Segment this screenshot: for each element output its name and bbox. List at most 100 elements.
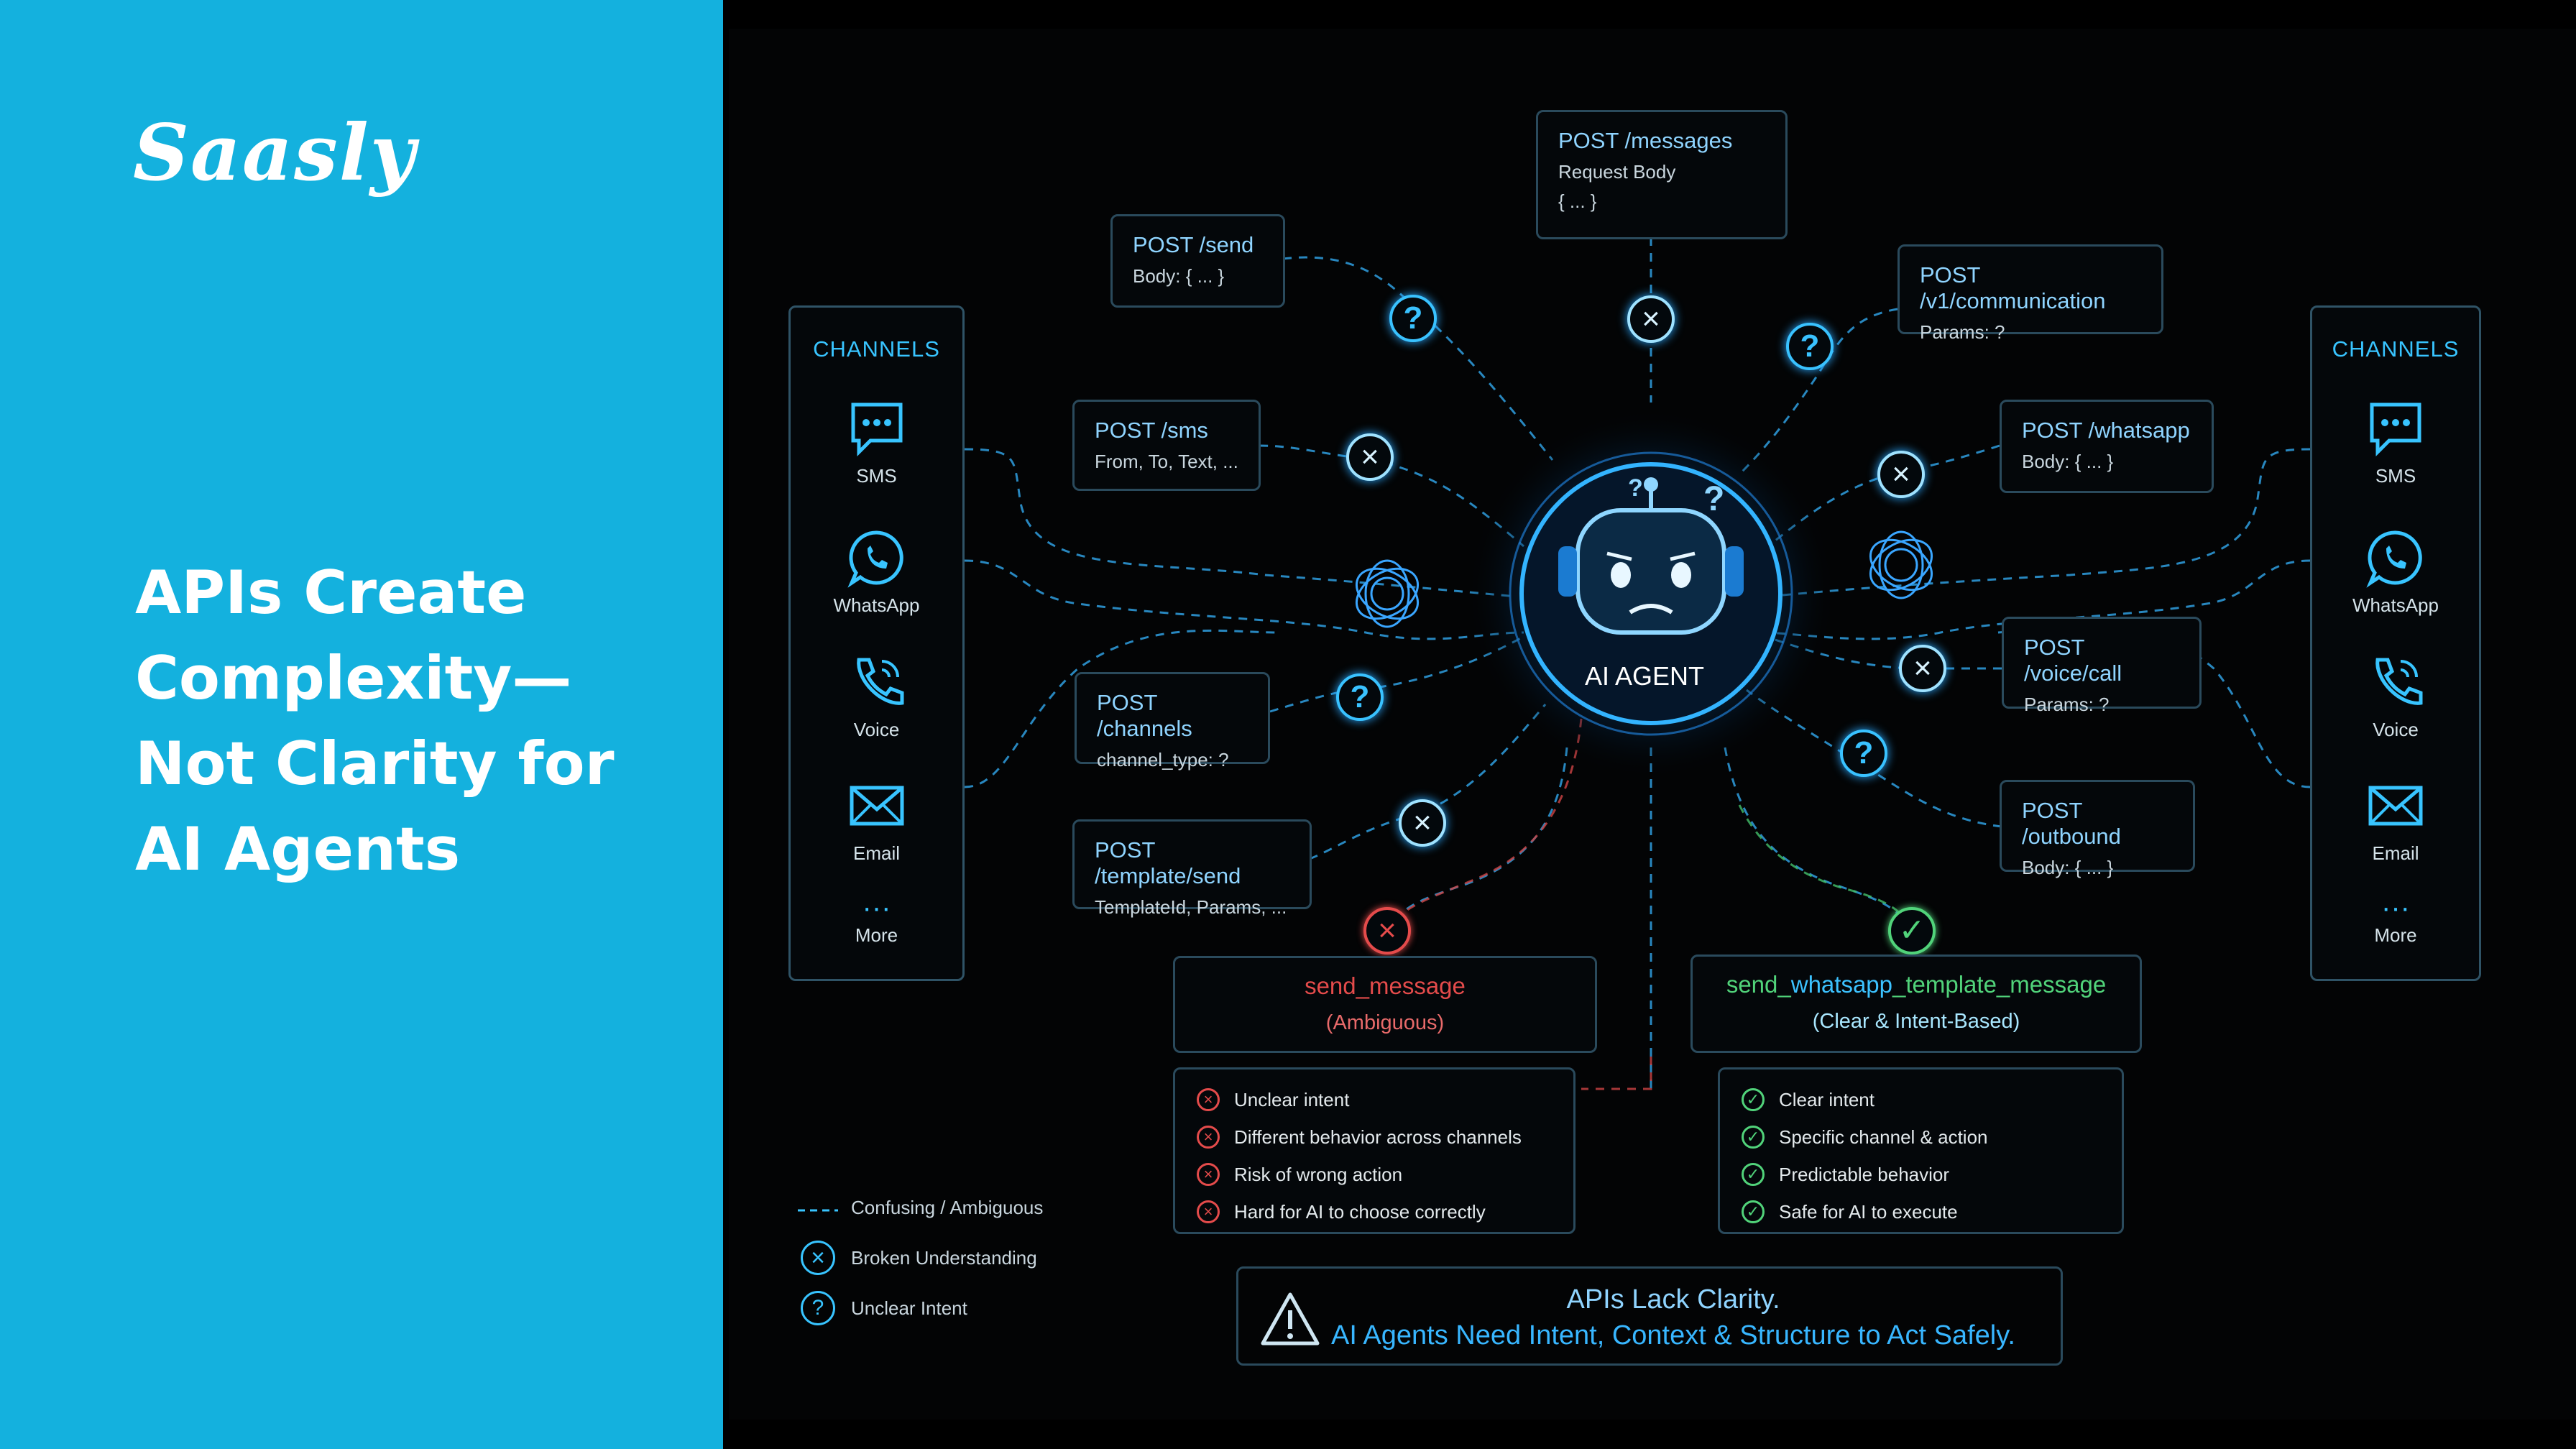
ellipsis-icon: ··· xyxy=(2381,892,2410,924)
x-circle-icon: × xyxy=(1877,451,1925,498)
channel-sms[interactable]: SMS xyxy=(791,397,962,487)
error-x-icon: × xyxy=(1363,907,1411,954)
check-circle-icon: ✓ xyxy=(1742,1126,1765,1149)
question-circle-icon: ? xyxy=(1336,673,1384,721)
endpoint-whatsapp: POST /whatsapp Body: { ... } xyxy=(2000,400,2214,493)
x-circle-icon: × xyxy=(1399,799,1446,847)
check-circle-icon: ✓ xyxy=(1742,1200,1765,1223)
list-item: ✓ Specific channel & action xyxy=(1742,1118,2100,1156)
list-item: ✓ Safe for AI to execute xyxy=(1742,1193,2100,1230)
list-item: ✓ Predictable behavior xyxy=(1742,1156,2100,1193)
legend-label: Confusing / Ambiguous xyxy=(851,1196,1044,1218)
bad-result-list: ×Unclear intent ×Different behavior acro… xyxy=(1173,1067,1576,1234)
channel-email[interactable]: Email xyxy=(2312,775,2479,865)
good-result-name-highlight: whatsapp xyxy=(1790,971,1892,998)
envelope-icon xyxy=(850,786,903,826)
confused-robot-icon: ? ? xyxy=(1558,474,1744,635)
endpoint-path: POST /template/send xyxy=(1095,837,1241,888)
endpoint-send: POST /send Body: { ... } xyxy=(1110,214,1285,308)
phone-icon xyxy=(856,658,903,705)
left-tangle-icon xyxy=(1355,559,1420,628)
question-circle-icon: ? xyxy=(1389,295,1437,342)
question-circle-icon: ? xyxy=(1786,323,1834,370)
legend-label: Broken Understanding xyxy=(851,1246,1037,1269)
x-circle-icon: × xyxy=(798,1241,838,1275)
list-item-text: Predictable behavior xyxy=(1779,1163,1950,1185)
channel-label: SMS xyxy=(2375,465,2416,487)
endpoint-detail: Body: { ... } xyxy=(2022,857,2114,878)
endpoint-path: POST /channels xyxy=(1097,690,1192,741)
endpoint-messages: POST /messages Request Body { ... } xyxy=(1536,110,1788,239)
svg-text:?: ? xyxy=(1703,480,1724,518)
list-item: ×Different behavior across channels xyxy=(1197,1118,1552,1156)
check-circle-icon: ✓ xyxy=(1742,1163,1765,1186)
legend-label: Unclear Intent xyxy=(851,1297,967,1319)
good-result-sub: (Clear & Intent-Based) xyxy=(1812,1010,2020,1033)
footer-line2: AI Agents Need Intent, Context & Structu… xyxy=(1331,1320,2015,1351)
x-circle-icon: × xyxy=(1197,1126,1220,1149)
legend-item: × Broken Understanding xyxy=(798,1233,1043,1283)
channel-label: Email xyxy=(852,842,900,864)
endpoint-communication: POST /v1/communication Params: ? xyxy=(1898,244,2163,343)
chat-bubble-icon xyxy=(851,402,902,457)
channel-label: Email xyxy=(2372,842,2419,864)
phone-icon xyxy=(2375,658,2423,705)
good-result-list: ✓Clear intent ✓Specific channel & action… xyxy=(1718,1067,2124,1234)
channels-title: CHANNELS xyxy=(813,336,940,362)
x-circle-icon: × xyxy=(1197,1163,1220,1186)
endpoint-template: POST /template/send TemplateId, Params, … xyxy=(1072,819,1312,918)
endpoint-detail: { ... } xyxy=(1558,190,1597,212)
channel-whatsapp[interactable]: WhatsApp xyxy=(791,527,962,617)
endpoint-outbound: POST /outbound Body: { ... } xyxy=(2000,780,2195,878)
question-circle-icon: ? xyxy=(1840,730,1887,777)
channel-more[interactable]: ··· More xyxy=(791,893,962,947)
channel-label: More xyxy=(855,924,898,946)
endpoint-path: POST /outbound xyxy=(2022,798,2121,849)
endpoint-detail: TemplateId, Params, ... xyxy=(1095,896,1287,918)
endpoint-channels: POST /channels channel_type: ? xyxy=(1075,672,1270,770)
endpoint-path: POST /whatsapp xyxy=(2022,418,2190,443)
whatsapp-icon xyxy=(2366,530,2422,588)
channel-email[interactable]: Email xyxy=(791,775,962,865)
endpoint-sms: POST /sms From, To, Text, ... xyxy=(1072,400,1261,491)
endpoint-path: POST /send xyxy=(1133,232,1254,257)
channel-label: Voice xyxy=(853,719,900,740)
endpoint-voice: POST /voice/call Params: ? xyxy=(2002,617,2202,715)
endpoint-detail: Params: ? xyxy=(1920,321,2005,343)
channel-sms[interactable]: SMS xyxy=(2312,397,2479,487)
channel-more[interactable]: ··· More xyxy=(2312,892,2479,947)
endpoint-detail: channel_type: ? xyxy=(1097,749,1229,770)
endpoint-detail: Request Body xyxy=(1558,161,1676,183)
channel-label: WhatsApp xyxy=(2352,594,2439,616)
endpoint-path: POST /v1/communication xyxy=(1920,262,2106,313)
channels-title: CHANNELS xyxy=(2332,336,2460,362)
good-result-name-prefix: send_ xyxy=(1726,971,1791,998)
footer-line1: APIs Lack Clarity. xyxy=(1566,1284,1780,1315)
list-item: ×Hard for AI to choose correctly xyxy=(1197,1193,1552,1230)
good-result-name-suffix: _template_message xyxy=(1892,971,2107,998)
success-check-icon: ✓ xyxy=(1888,907,1936,954)
channel-label: WhatsApp xyxy=(833,594,920,616)
list-item-text: Specific channel & action xyxy=(1779,1126,1988,1148)
check-circle-icon: ✓ xyxy=(1742,1088,1765,1111)
channel-whatsapp[interactable]: WhatsApp xyxy=(2312,527,2479,617)
dashed-line-icon xyxy=(798,1197,838,1219)
x-circle-icon: × xyxy=(1899,645,1946,692)
channel-voice[interactable]: Voice xyxy=(791,651,962,741)
channel-label: SMS xyxy=(856,465,897,487)
x-circle-icon: × xyxy=(1346,433,1394,481)
left-panel: Saasly APIs Create Complexity—Not Clarit… xyxy=(0,0,723,1449)
legend-item: Confusing / Ambiguous xyxy=(798,1182,1043,1233)
bad-result-name: send_message xyxy=(1305,972,1466,999)
question-circle-icon: ? xyxy=(798,1291,838,1325)
list-item-text: Hard for AI to choose correctly xyxy=(1234,1200,1486,1223)
list-item-text: Safe for AI to execute xyxy=(1779,1200,1958,1223)
channel-label: More xyxy=(2374,924,2417,946)
good-result-box: send_whatsapp_template_message (Clear & … xyxy=(1690,954,2142,1053)
endpoint-path: POST /sms xyxy=(1095,418,1208,443)
footer-callout: APIs Lack Clarity. AI Agents Need Intent… xyxy=(1236,1266,2063,1366)
channel-voice[interactable]: Voice xyxy=(2312,651,2479,741)
legend-item: ? Unclear Intent xyxy=(798,1283,1043,1333)
warning-triangle-icon xyxy=(1261,1292,1320,1346)
